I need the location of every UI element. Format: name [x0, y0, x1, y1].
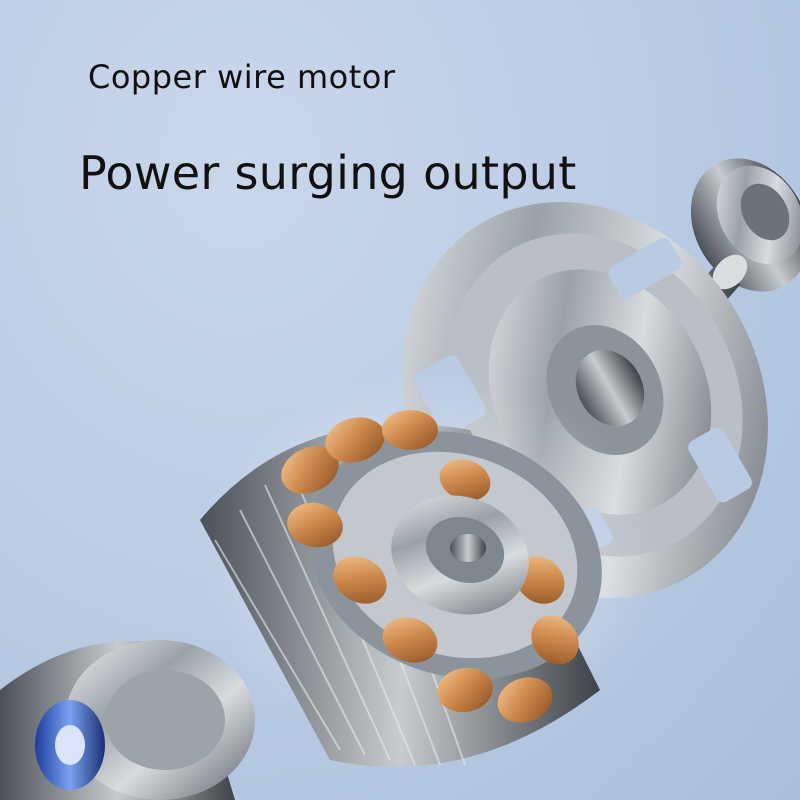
- front-housing: [0, 640, 255, 800]
- subtitle: Copper wire motor: [88, 58, 396, 96]
- rotor-hub: [391, 495, 529, 615]
- headline: Power surging output: [79, 146, 577, 200]
- rear-bearing: [690, 158, 800, 292]
